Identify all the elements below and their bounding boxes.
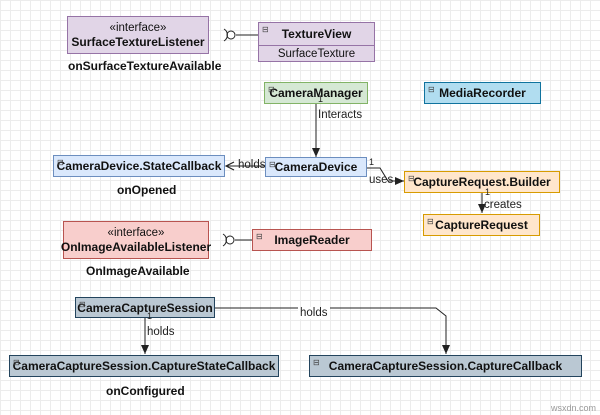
lollipop-texture-socket <box>223 28 228 42</box>
edge-label-creates: creates <box>484 199 522 211</box>
capture-state-callback-node[interactable]: ⊟ CameraCaptureSession.CaptureStateCallb… <box>9 355 279 377</box>
camera-device-state-callback-node[interactable]: ⊟ CameraDevice.StateCallback <box>53 155 225 177</box>
collapse-icon: ⊟ <box>428 85 435 94</box>
state-callback-caption: onOpened <box>117 183 177 197</box>
node-name: CameraCaptureSession.CaptureStateCallbac… <box>12 359 276 373</box>
edge-label-session-holds-state: holds <box>147 326 175 338</box>
node-name: CaptureRequest.Builder <box>413 175 551 189</box>
capture-request-node[interactable]: ⊟ CaptureRequest <box>423 214 540 236</box>
edge-label-uses: uses <box>369 174 394 186</box>
collapse-icon: ⊟ <box>269 160 276 169</box>
node-name: CameraManager <box>269 86 363 100</box>
capture-state-callback-caption: onConfigured <box>106 384 185 398</box>
node-attribute: SurfaceTexture <box>277 48 356 60</box>
node-name: CameraCaptureSession <box>77 300 213 315</box>
surface-texture-listener-caption: onSurfaceTextureAvailable <box>68 59 222 73</box>
media-recorder-node[interactable]: ⊟ MediaRecorder <box>424 82 541 104</box>
watermark: wsxdn.com <box>550 403 596 413</box>
node-name: OnImageAvailableListener <box>60 239 212 254</box>
edge-session-holds-callback <box>215 307 450 354</box>
edge-label-holds: holds <box>238 159 266 171</box>
node-name: MediaRecorder <box>439 86 526 100</box>
texture-view-node[interactable]: ⊟ TextureView SurfaceTexture <box>258 22 375 62</box>
node-name: CameraDevice <box>274 160 358 174</box>
camera-manager-node[interactable]: ⊟ CameraManager <box>264 82 368 104</box>
node-name: CameraCaptureSession.CaptureCallback <box>328 359 563 373</box>
multiplicity-label: 1 <box>147 311 153 321</box>
image-available-caption: OnImageAvailable <box>86 264 190 278</box>
collapse-icon: ⊟ <box>408 174 415 183</box>
capture-request-builder-node[interactable]: ⊟ CaptureRequest.Builder <box>404 171 560 193</box>
edge-label-interacts: Interacts <box>318 109 363 121</box>
image-reader-node[interactable]: ⊟ ImageReader <box>252 229 372 251</box>
node-name: ImageReader <box>274 233 350 247</box>
node-name: SurfaceTextureListener <box>71 34 205 49</box>
interface-stereotype: «interface» <box>109 21 167 34</box>
edge-label-session-holds-callback: holds <box>298 307 330 319</box>
multiplicity-label: 1 <box>369 157 375 167</box>
surface-texture-listener-node[interactable]: «interface» SurfaceTextureListener <box>67 16 209 54</box>
node-name: TextureView <box>259 23 374 46</box>
interface-stereotype: «interface» <box>107 226 165 239</box>
capture-callback-node[interactable]: ⊟ CameraCaptureSession.CaptureCallback <box>309 355 582 377</box>
collapse-icon: ⊟ <box>313 358 320 367</box>
node-name: CaptureRequest <box>435 218 528 232</box>
image-available-listener-node[interactable]: «interface» OnImageAvailableListener <box>60 221 212 259</box>
node-name: CameraDevice.StateCallback <box>56 159 222 173</box>
lollipop-texture-ball <box>226 30 236 40</box>
collapse-icon: ⊟ <box>268 85 275 94</box>
multiplicity-label: 1 <box>485 187 491 197</box>
collapse-icon: ⊟ <box>427 217 434 226</box>
collapse-icon: ⊟ <box>57 158 64 167</box>
collapse-icon: ⊟ <box>262 25 269 34</box>
lollipop-image-ball <box>225 235 235 245</box>
camera-capture-session-node[interactable]: ⊟ CameraCaptureSession <box>75 297 215 318</box>
collapse-icon: ⊟ <box>79 300 86 309</box>
collapse-icon: ⊟ <box>256 232 263 241</box>
multiplicity-label: 1 <box>318 94 324 104</box>
lollipop-image-socket <box>222 233 227 247</box>
edge-uses <box>367 167 404 185</box>
collapse-icon: ⊟ <box>13 358 20 367</box>
camera-device-node[interactable]: ⊟ CameraDevice <box>265 157 367 177</box>
